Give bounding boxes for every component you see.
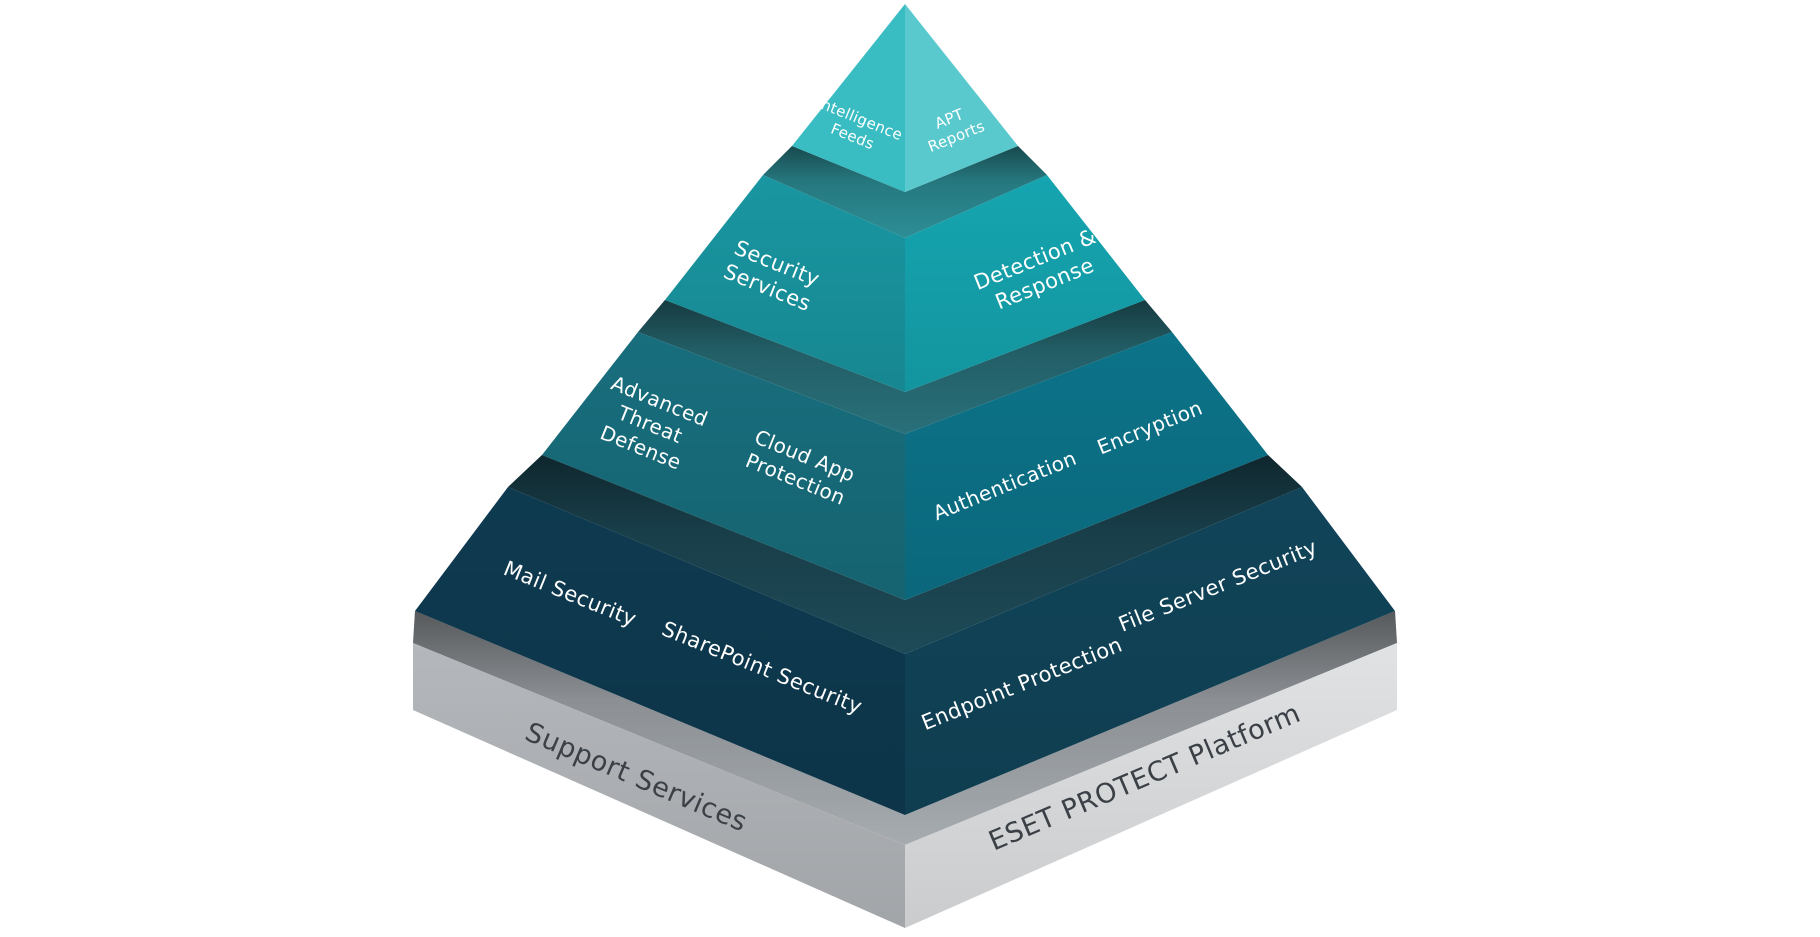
tier2-left-face-shade <box>665 175 905 392</box>
tier4-right-face-shade <box>905 487 1395 815</box>
tier1-right-face <box>905 4 1018 192</box>
tier3-top-face-shade <box>638 300 1172 434</box>
tier3-left-face-shade <box>542 332 905 600</box>
tier4-left-face-shade <box>415 487 905 815</box>
base-right-face-shade <box>905 643 1397 928</box>
tier1-left-face <box>792 4 905 192</box>
tier2-right-face-shade <box>905 175 1145 392</box>
tier3-right-face-shade <box>905 332 1268 600</box>
tier4-top-face-shade <box>508 455 1302 654</box>
base-left-face-shade <box>413 643 905 928</box>
